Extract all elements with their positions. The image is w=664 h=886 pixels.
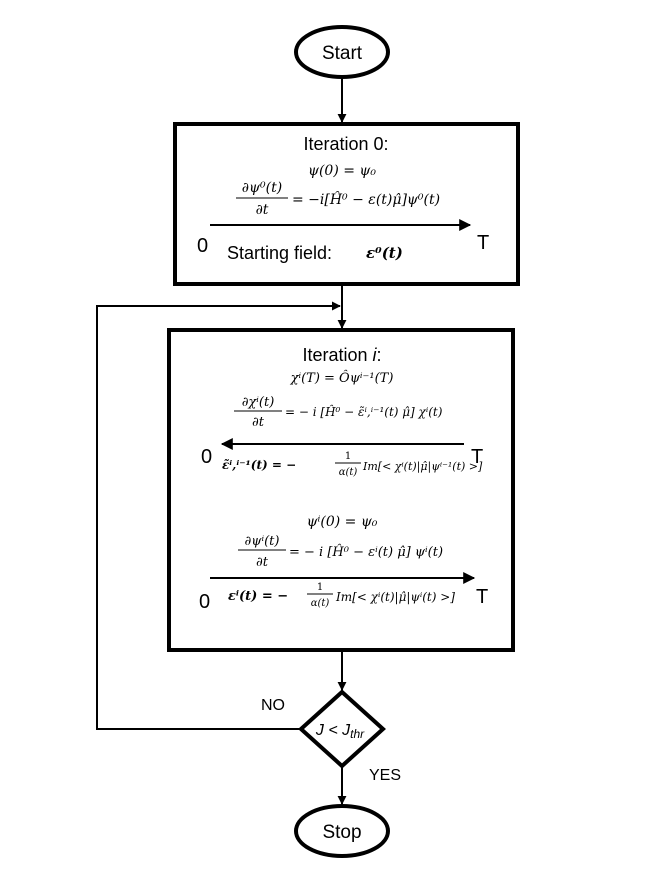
start-node: Start (294, 25, 390, 79)
iteration-i-title: Iteration i: (302, 345, 381, 365)
backward-field-frac-denominator: α(t) (339, 467, 358, 478)
iteration-i-title-suffix: : (377, 345, 382, 365)
iteration0-deriv-denominator: ∂t (256, 202, 269, 218)
stop-label: Stop (322, 822, 361, 843)
decision-label-subscript: thr (350, 727, 365, 741)
backward-field-frac-numerator: 1 (345, 451, 351, 462)
iteration0-time-start: 0 (197, 235, 208, 257)
backward-time-end: T (471, 446, 483, 468)
backward-final-condition: χⁱ(T) = Ôψⁱ⁻¹(T) (290, 369, 394, 386)
backward-deriv-denominator: ∂t (252, 415, 265, 430)
forward-deriv-rhs: = − i [Ĥ⁰ − εⁱ(t) μ̂] ψⁱ(t) (289, 544, 443, 560)
forward-deriv-numerator: ∂ψⁱ(t) (245, 534, 280, 549)
stop-node: Stop (294, 804, 390, 858)
backward-field-lhs: ε̃ⁱ,ⁱ⁻¹(t) = − (222, 458, 296, 472)
decision-diamond: J < Jthr (298, 689, 386, 769)
backward-deriv-numerator: ∂χⁱ(t) (242, 395, 275, 410)
no-label: NO (261, 697, 285, 714)
iteration0-deriv-rhs: = −i[Ĥ⁰ − ε(t)μ̂]ψ⁰(t) (292, 190, 440, 208)
iteration-i-box: Iteration i: χⁱ(T) = Ôψⁱ⁻¹(T) ∂χⁱ(t) ∂t … (167, 328, 515, 652)
backward-time-start: 0 (201, 446, 212, 468)
forward-init-condition: ψⁱ(0) = ψ₀ (307, 514, 378, 530)
arrow-no-feedback-loop (96, 301, 341, 730)
backward-deriv-rhs: = − i [Ĥ⁰ − ε̃ⁱ,ⁱ⁻¹(t) μ̂] χⁱ(t) (285, 404, 443, 419)
iteration-i-title-var: i (373, 345, 378, 365)
iteration0-field-symbol: ε⁰(t) (366, 244, 403, 262)
start-label: Start (322, 43, 363, 64)
forward-deriv-denominator: ∂t (256, 555, 269, 570)
iteration-i-title-prefix: Iteration (302, 345, 372, 365)
forward-field-lhs: εⁱ(t) = − (228, 589, 288, 604)
forward-field-frac-numerator: 1 (317, 582, 323, 593)
iteration0-title: Iteration 0: (303, 134, 388, 154)
yes-label: YES (369, 767, 401, 784)
decision-label: J < Jthr (315, 722, 365, 741)
iteration0-time-end: T (477, 232, 489, 254)
decision-label-main: J < J (315, 722, 351, 739)
iteration0-field-label: Starting field: (227, 243, 332, 263)
backward-field-rhs: Im[< χⁱ(t)|μ̂|ψⁱ⁻¹(t) >] (362, 460, 483, 474)
iteration0-deriv-numerator: ∂ψ⁰(t) (242, 180, 282, 196)
forward-field-rhs: Im[< χⁱ(t)|μ̂|ψⁱ(t) >] (335, 590, 455, 604)
iteration0-init-equation: ψ(0) = ψ₀ (308, 163, 376, 179)
forward-field-frac-denominator: α(t) (311, 598, 330, 609)
iteration0-box: Iteration 0: ψ(0) = ψ₀ ∂ψ⁰(t) ∂t = −i[Ĥ⁰… (173, 122, 520, 286)
forward-time-start: 0 (199, 591, 210, 613)
forward-time-end: T (476, 586, 488, 608)
